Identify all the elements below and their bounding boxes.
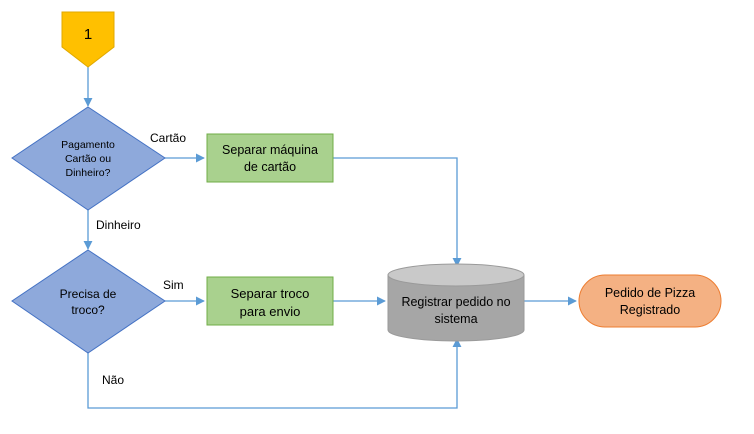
- process-change-line-1: Separar troco: [231, 286, 310, 301]
- database-line-1: Registrar pedido no: [401, 295, 510, 309]
- process-change-shape: [206, 276, 334, 326]
- process-card: Separar máquina de cartão: [206, 133, 334, 183]
- decision-change-line-1: Precisa de: [60, 287, 117, 301]
- connector-shape: [61, 11, 115, 68]
- database-top: [387, 263, 525, 287]
- terminator-line-1: Pedido de Pizza: [605, 286, 695, 300]
- decision-payment: Pagamento Cartão ou Dinheiro?: [11, 106, 166, 211]
- decision-payment-line-1: Pagamento: [61, 139, 115, 151]
- terminator-line-2: Registrado: [620, 303, 680, 317]
- edge-nao-to-register: [87, 338, 462, 409]
- terminator-shape: [578, 274, 722, 328]
- connector-node: 1: [61, 11, 115, 68]
- process-card-line-1: Separar máquina: [222, 143, 318, 157]
- edge-card-to-register: [333, 157, 462, 267]
- edge-label-cartao: Cartão: [150, 131, 186, 145]
- process-change: Separar troco para envio: [206, 276, 334, 326]
- database-line-2: sistema: [434, 312, 477, 326]
- decision-payment-shape: [11, 106, 166, 211]
- database-body: [387, 275, 525, 342]
- edge-label-nao: Não: [102, 373, 124, 387]
- database-register: Registrar pedido no sistema: [387, 263, 525, 342]
- process-change-line-2: para envio: [240, 304, 301, 319]
- decision-payment-line-2: Cartão ou: [65, 153, 111, 165]
- edge-label-sim: Sim: [163, 278, 184, 292]
- decision-change: Precisa de troco?: [11, 249, 166, 354]
- decision-change-line-2: troco?: [71, 303, 105, 317]
- decision-change-shape: [11, 249, 166, 354]
- process-card-shape: [206, 133, 334, 183]
- edges: [83, 67, 577, 409]
- terminator-done: Pedido de Pizza Registrado: [578, 274, 722, 328]
- edge-label-dinheiro: Dinheiro: [96, 218, 141, 232]
- decision-payment-line-3: Dinheiro?: [66, 167, 111, 179]
- connector-label: 1: [84, 26, 92, 43]
- process-card-line-2: de cartão: [244, 160, 296, 174]
